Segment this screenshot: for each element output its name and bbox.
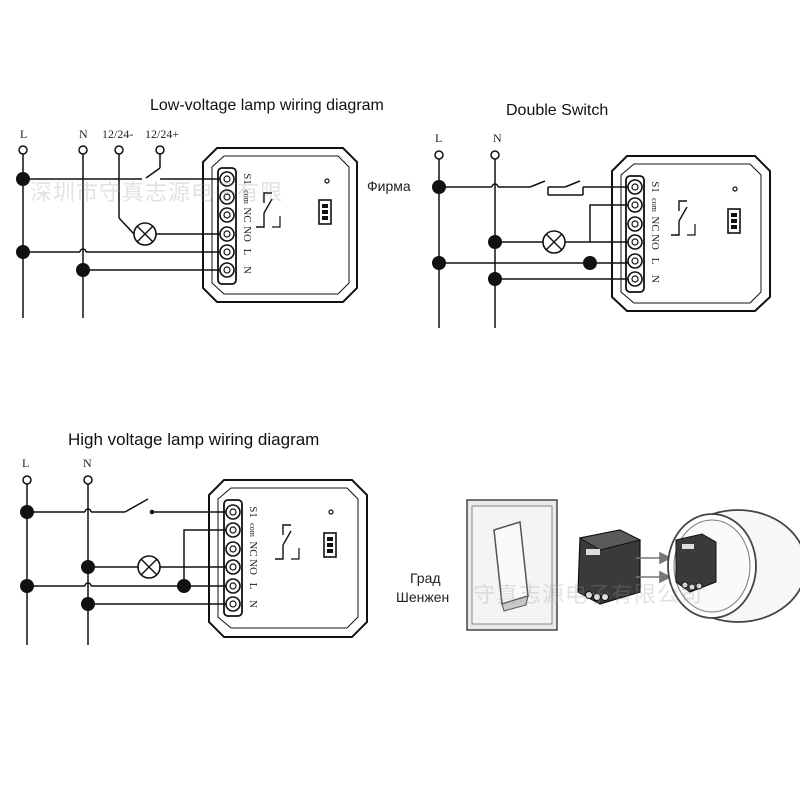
label-n: N <box>83 456 92 470</box>
city-annotation-line2: Шенжен <box>396 589 450 605</box>
terminal-label-n: N <box>247 600 259 608</box>
terminal-label-nc: NC <box>247 541 259 556</box>
label-l: L <box>435 131 442 145</box>
lamp-icon <box>542 230 566 254</box>
terminal-label-com: com <box>242 190 251 205</box>
module-body <box>611 155 771 312</box>
double-switch-diagram-title: Double Switch <box>506 102 609 119</box>
smart-module-icon <box>577 529 642 605</box>
lamp-icon <box>137 555 161 579</box>
terminal-labels: S1 com NC NO L N <box>241 173 253 274</box>
high-voltage-diagram: S1 com NC NO L N L N <box>20 456 368 645</box>
label-neg: 12/24- <box>102 127 133 141</box>
terminal-labels: S1 com NC NO L N <box>247 506 259 608</box>
terminal-label-l: L <box>649 258 661 265</box>
low-voltage-diagram: S1 com NC NO L N L N 12/24- 12/24+ <box>16 127 358 318</box>
terminal-label-com: com <box>248 523 257 538</box>
label-pos: 12/24+ <box>145 127 179 141</box>
label-n: N <box>493 131 502 145</box>
terminal-label-s1: S1 <box>649 181 661 193</box>
module-body <box>208 479 368 638</box>
terminal-label-no: NO <box>649 234 661 250</box>
terminal-labels: S1 com NC NO L N <box>649 181 661 283</box>
terminal-label-no: NO <box>241 226 253 242</box>
installation-illustration <box>466 499 800 631</box>
label-l: L <box>20 127 27 141</box>
terminal-label-nc: NC <box>241 207 253 222</box>
lamp-icon <box>133 222 157 246</box>
connector-icon <box>727 208 741 234</box>
high-voltage-diagram-title: High voltage lamp wiring diagram <box>68 430 320 449</box>
terminal-label-no: NO <box>247 559 259 575</box>
wall-box-icon <box>667 509 800 623</box>
double-switch-diagram: S1 com NC NO L N L N <box>432 131 771 328</box>
low-voltage-diagram-title: Low-voltage lamp wiring diagram <box>150 97 384 114</box>
label-n: N <box>79 127 88 141</box>
terminal-label-s1: S1 <box>241 173 253 185</box>
terminal-label-l: L <box>247 583 259 590</box>
connector-icon <box>323 532 337 558</box>
terminal-label-n: N <box>241 266 253 274</box>
terminal-label-l: L <box>241 249 253 256</box>
connector-icon <box>318 199 332 225</box>
terminal-label-s1: S1 <box>247 506 259 518</box>
label-l: L <box>22 456 29 470</box>
company-annotation: Фирма <box>367 178 411 194</box>
terminal-label-nc: NC <box>649 216 661 231</box>
terminal-label-com: com <box>650 198 659 213</box>
city-annotation-line1: Град <box>410 570 441 586</box>
terminal-label-n: N <box>649 275 661 283</box>
